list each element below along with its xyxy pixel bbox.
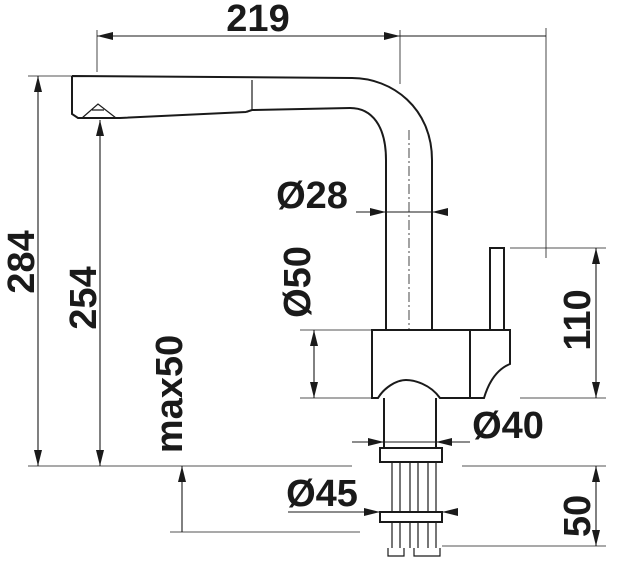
label-connection-length: 50 bbox=[557, 495, 599, 537]
label-spout-diameter: Ø28 bbox=[276, 175, 348, 217]
faucet-outline bbox=[71, 75, 511, 557]
label-hole-diameter: Ø45 bbox=[286, 473, 358, 515]
spout-tube bbox=[71, 75, 433, 330]
lever-handle bbox=[489, 247, 505, 331]
label-lever-height: 110 bbox=[557, 289, 599, 350]
dimension-lines bbox=[28, 28, 606, 547]
label-base-diameter: Ø40 bbox=[472, 405, 544, 447]
supply-hoses bbox=[391, 462, 437, 548]
faucet-body bbox=[371, 329, 471, 399]
label-max-counter: max50 bbox=[149, 335, 191, 453]
label-spout-height: 254 bbox=[63, 266, 105, 329]
base-stem bbox=[383, 398, 437, 449]
hose-ends bbox=[387, 548, 441, 557]
mounting-shank bbox=[379, 447, 443, 463]
label-width-total: 219 bbox=[226, 0, 289, 40]
spout-nozzle-icon bbox=[81, 103, 117, 119]
mounting-nut bbox=[379, 511, 443, 523]
lever-housing bbox=[469, 329, 511, 399]
label-body-diameter: Ø50 bbox=[277, 246, 319, 318]
label-height-total: 284 bbox=[1, 230, 43, 293]
